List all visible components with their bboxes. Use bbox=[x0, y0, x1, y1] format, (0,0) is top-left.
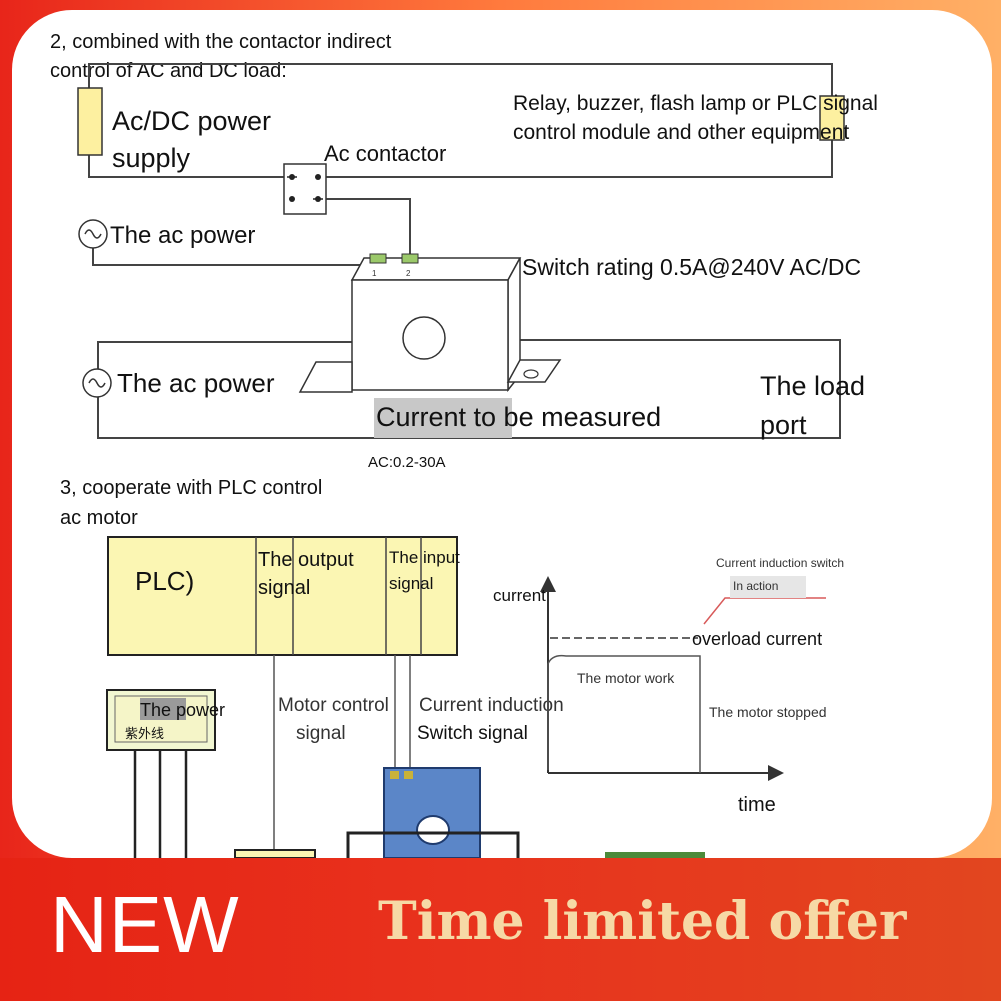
blue-current-sensor bbox=[383, 767, 481, 858]
motor-power-loop bbox=[346, 831, 520, 858]
output-signal-line1: The output bbox=[258, 549, 354, 571]
induction-line1: Current induction bbox=[419, 695, 564, 716]
graph-x-label: time bbox=[738, 794, 776, 816]
plc-label: PLC) bbox=[135, 566, 194, 596]
graph-y-label: current bbox=[493, 586, 546, 605]
switch-action-line bbox=[703, 597, 826, 625]
acdc-supply-line1: Ac/DC power bbox=[112, 106, 271, 136]
wiring-diagram: 2, combined with the contactor indirect … bbox=[50, 31, 878, 858]
current-measured-label: Current to be measured bbox=[376, 402, 661, 432]
terminal-1-label: 1 bbox=[372, 269, 377, 278]
wire-load-loop bbox=[97, 339, 841, 439]
ac-power-top-label: The ac power bbox=[110, 222, 255, 249]
current-sensor-symbol: 1 2 bbox=[298, 253, 562, 393]
induction-line2: Switch signal bbox=[417, 723, 528, 744]
contactor-top-edge bbox=[234, 849, 316, 858]
motor-work-label: The motor work bbox=[577, 670, 675, 686]
terminal-2-label: 2 bbox=[406, 269, 411, 278]
load-port-line2: port bbox=[760, 410, 807, 440]
relay-component bbox=[819, 95, 845, 141]
relay-line2: control module and other equipment bbox=[513, 121, 849, 144]
ac-contactor-label: Ac contactor bbox=[324, 141, 446, 166]
ac-power-bottom-label: The ac power bbox=[117, 368, 275, 398]
current-measured-highlight bbox=[374, 398, 512, 438]
power-box bbox=[106, 689, 216, 751]
new-label: NEW bbox=[50, 880, 240, 969]
ac-power-bottom-icon bbox=[82, 368, 112, 398]
motor-control-line1: Motor control bbox=[278, 695, 389, 716]
load-port-line1: The load bbox=[760, 371, 865, 401]
switch-rating-label: Switch rating 0.5A@240V AC/DC bbox=[522, 254, 861, 280]
motor-current-curve bbox=[547, 654, 701, 773]
input-signal-line1: The input bbox=[389, 548, 460, 567]
diagram-card: 2, combined with the contactor indirect … bbox=[12, 10, 992, 858]
section2-heading-line2: control of AC and DC load: bbox=[50, 60, 287, 82]
wire-supply-to-contactor bbox=[88, 155, 284, 178]
in-action-box bbox=[730, 576, 806, 598]
power-cn-label: 紫外线 bbox=[125, 726, 164, 741]
ac-range-label: AC:0.2-30A bbox=[368, 454, 446, 471]
output-signal-line2: signal bbox=[258, 577, 310, 599]
promo-banner bbox=[0, 858, 1001, 1001]
motor-top-edge bbox=[605, 852, 705, 858]
wire-contactor-to-relay bbox=[326, 140, 833, 178]
switch-title-label: Current induction switch bbox=[716, 556, 844, 570]
y-axis-arrow bbox=[540, 576, 556, 592]
ac-power-top-icon bbox=[78, 219, 108, 249]
power-label: The power bbox=[140, 700, 225, 720]
relay-line1: Relay, buzzer, flash lamp or PLC signal bbox=[513, 92, 878, 115]
time-limited-offer-label: Time limited offer bbox=[378, 891, 907, 952]
plc-box bbox=[107, 536, 458, 656]
current-time-graph bbox=[540, 576, 826, 781]
acdc-supply-line2: supply bbox=[112, 143, 191, 173]
overload-label: overload current bbox=[692, 629, 822, 649]
ac-contactor-symbol bbox=[283, 163, 327, 215]
acdc-supply-component bbox=[77, 87, 103, 156]
section3-heading-line2: ac motor bbox=[60, 507, 138, 529]
wire-top-loop bbox=[88, 63, 833, 96]
input-signal-line2: signal bbox=[389, 574, 433, 593]
motor-control-line2: signal bbox=[296, 723, 346, 744]
x-axis-arrow bbox=[768, 765, 784, 781]
section3-heading-line1: 3, cooperate with PLC control bbox=[60, 477, 322, 499]
power-wires bbox=[133, 750, 188, 858]
in-action-label: In action bbox=[733, 579, 778, 593]
motor-stopped-label: The motor stopped bbox=[709, 704, 827, 720]
wire-contactor-to-sensor bbox=[326, 198, 411, 258]
section2-heading-line1: 2, combined with the contactor indirect bbox=[50, 31, 392, 53]
wire-ac-to-sensor bbox=[97, 341, 352, 370]
